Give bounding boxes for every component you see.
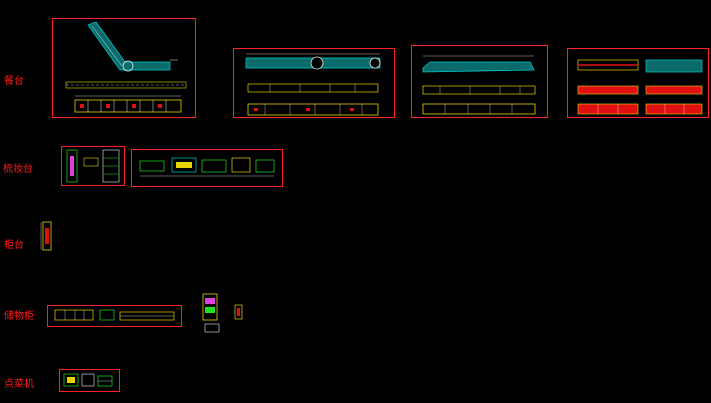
row-label-cabinet: 柜台 <box>4 240 24 251</box>
sheet-bar-counter-1[interactable] <box>52 18 196 118</box>
sheet-bar-counter-3[interactable] <box>411 45 548 118</box>
row-label-storage: 储物柜 <box>4 311 34 322</box>
sheet-bar-counter-2[interactable] <box>233 48 395 118</box>
sheet-vanity-1[interactable] <box>61 146 125 186</box>
row-label-ordering: 点菜机 <box>4 379 34 390</box>
sheet-cabinet[interactable] <box>40 221 52 251</box>
sheet-bar-counter-4[interactable] <box>567 48 709 118</box>
sheet-ordering[interactable] <box>59 369 120 392</box>
sheet-storage-1[interactable] <box>47 305 182 327</box>
sheet-vanity-2[interactable] <box>131 149 283 187</box>
row-label-bar-counter: 餐台 <box>4 76 24 87</box>
row-label-vanity: 梳妆台 <box>3 164 33 175</box>
sheet-storage-2[interactable] <box>202 293 243 333</box>
